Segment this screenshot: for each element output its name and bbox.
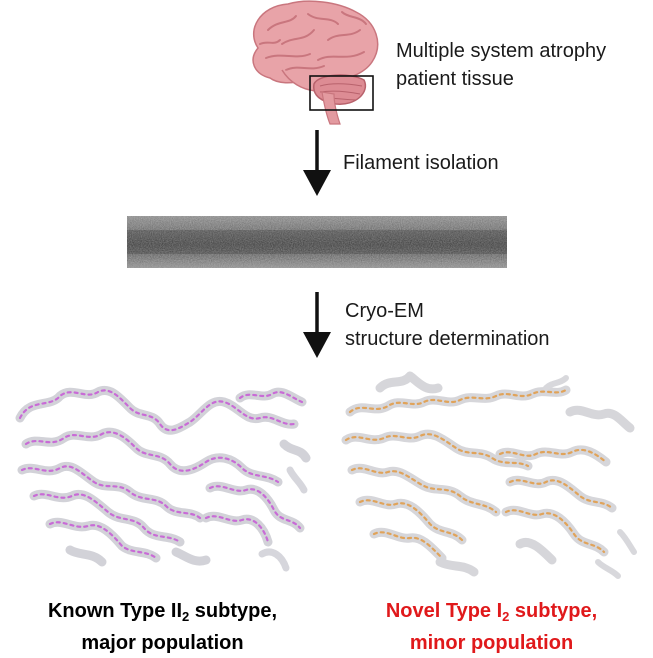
right-caption-part1: Novel Type I (385, 600, 503, 622)
down-arrow-icon (300, 130, 334, 198)
tissue-label-line2: patient tissue (396, 68, 514, 90)
cryo-em-label-line1: Cryo-EM (345, 300, 424, 322)
density-map-type-ii2 (10, 378, 315, 578)
left-result-caption: Known Type II2 subtype, major population (0, 598, 325, 656)
density-map-type-i2 (330, 362, 645, 584)
cryo-em-label-line2: structure determination (345, 328, 550, 350)
left-caption-subscript: 2 (182, 609, 190, 624)
left-caption-part1: Known Type II (47, 600, 183, 622)
tissue-label-line1: Multiple system atrophy (396, 40, 607, 62)
right-caption-subscript: 2 (502, 609, 510, 624)
right-caption-part2: subtype, (509, 600, 598, 622)
micrograph-image (127, 216, 507, 268)
right-caption-line2: minor population (409, 632, 574, 654)
left-caption-part2: subtype, (189, 600, 278, 622)
left-caption-line2: major population (81, 632, 244, 654)
filament-isolation-label: Filament isolation (343, 152, 499, 174)
down-arrow-icon (300, 292, 334, 360)
brain-illustration (238, 0, 383, 125)
right-result-caption: Novel Type I2 subtype, minor population (330, 598, 653, 656)
